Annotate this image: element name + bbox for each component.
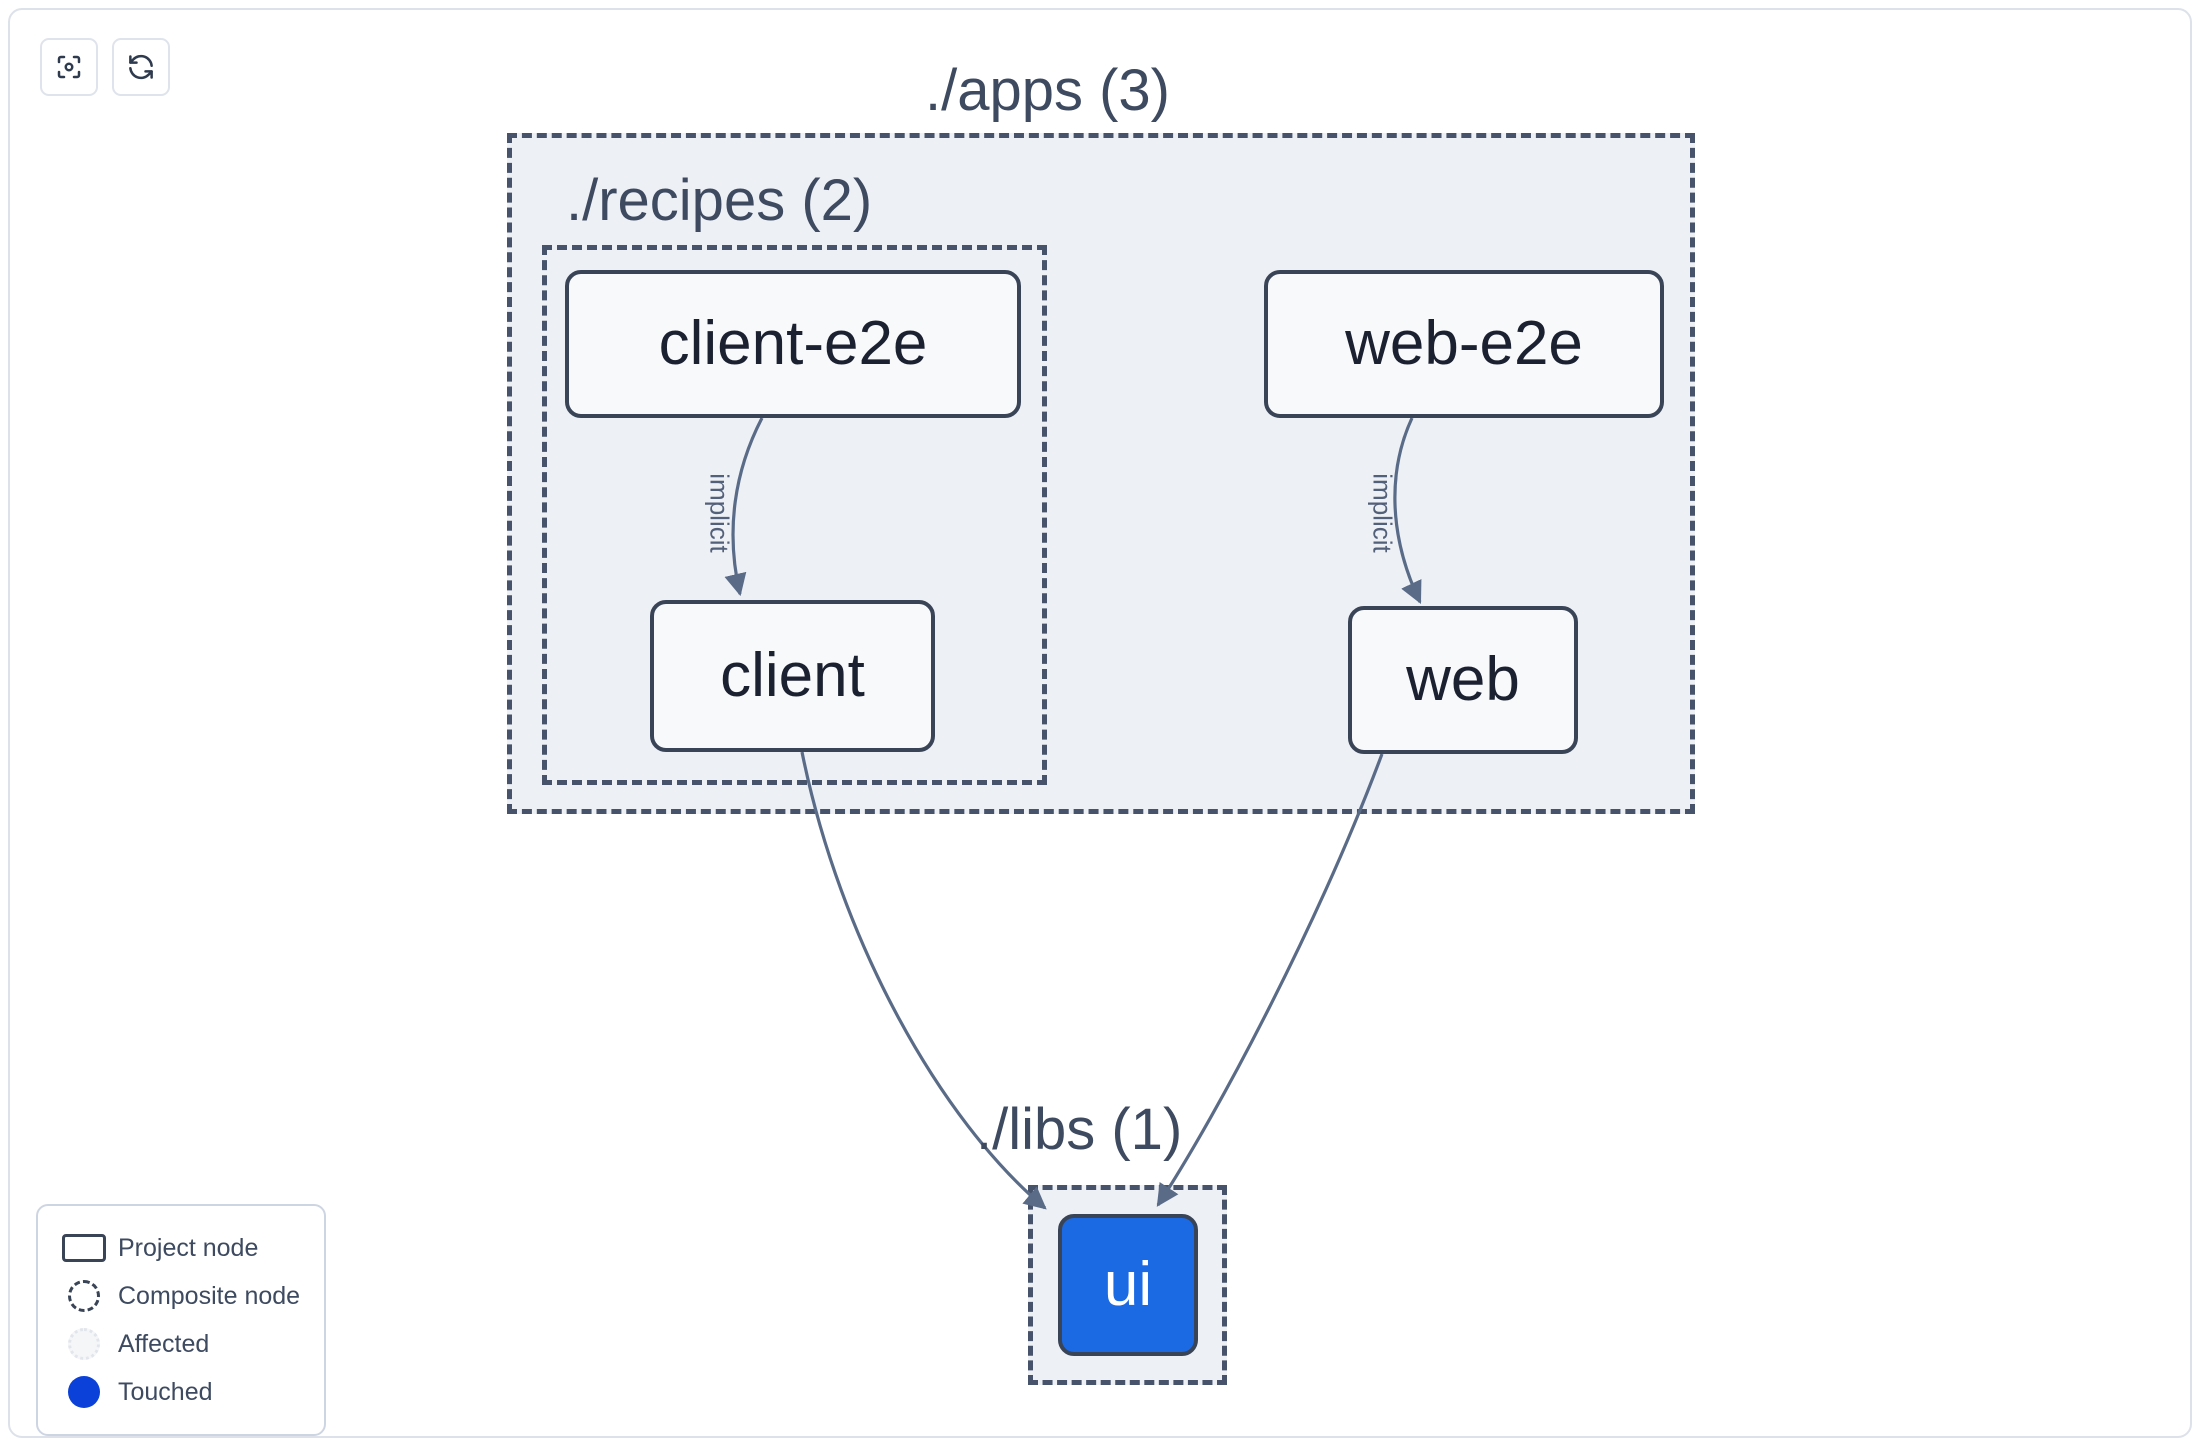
touched-swatch: [58, 1376, 110, 1408]
composite-label-apps: ./apps (3): [925, 58, 1170, 123]
node-label: web: [1406, 645, 1520, 714]
affected-swatch: [58, 1328, 110, 1360]
legend-item-project-node: Project node: [58, 1224, 304, 1272]
composite-label-recipes: ./recipes (2): [566, 168, 873, 233]
node-label: ui: [1103, 1250, 1153, 1319]
project-node-swatch: [58, 1234, 110, 1262]
refresh-graph-button[interactable]: [112, 38, 170, 96]
legend-item-affected: Affected: [58, 1320, 304, 1368]
composite-node-swatch: [58, 1280, 110, 1312]
project-node-web[interactable]: web: [1348, 606, 1578, 754]
composite-label-libs: ./libs (1): [976, 1097, 1183, 1162]
graph-toolbar: [40, 38, 170, 96]
legend-label: Project node: [118, 1233, 259, 1262]
legend-item-touched: Touched: [58, 1368, 304, 1416]
legend-label: Touched: [118, 1377, 213, 1406]
project-node-client-e2e[interactable]: client-e2e: [565, 270, 1021, 418]
node-label: web-e2e: [1345, 309, 1583, 378]
node-label: client: [720, 641, 865, 710]
graph-legend: Project node Composite node Affected Tou…: [36, 1204, 326, 1436]
project-node-web-e2e[interactable]: web-e2e: [1264, 270, 1664, 418]
project-node-client[interactable]: client: [650, 600, 935, 752]
legend-label: Affected: [118, 1329, 210, 1358]
focus-target-icon: [54, 52, 84, 82]
refresh-sync-icon: [126, 52, 156, 82]
project-node-ui[interactable]: ui: [1058, 1214, 1198, 1356]
edge-web-to-ui: [1156, 753, 1384, 1207]
node-label: client-e2e: [658, 309, 928, 378]
focus-graph-button[interactable]: [40, 38, 98, 96]
legend-item-composite-node: Composite node: [58, 1272, 304, 1320]
legend-label: Composite node: [118, 1281, 301, 1310]
